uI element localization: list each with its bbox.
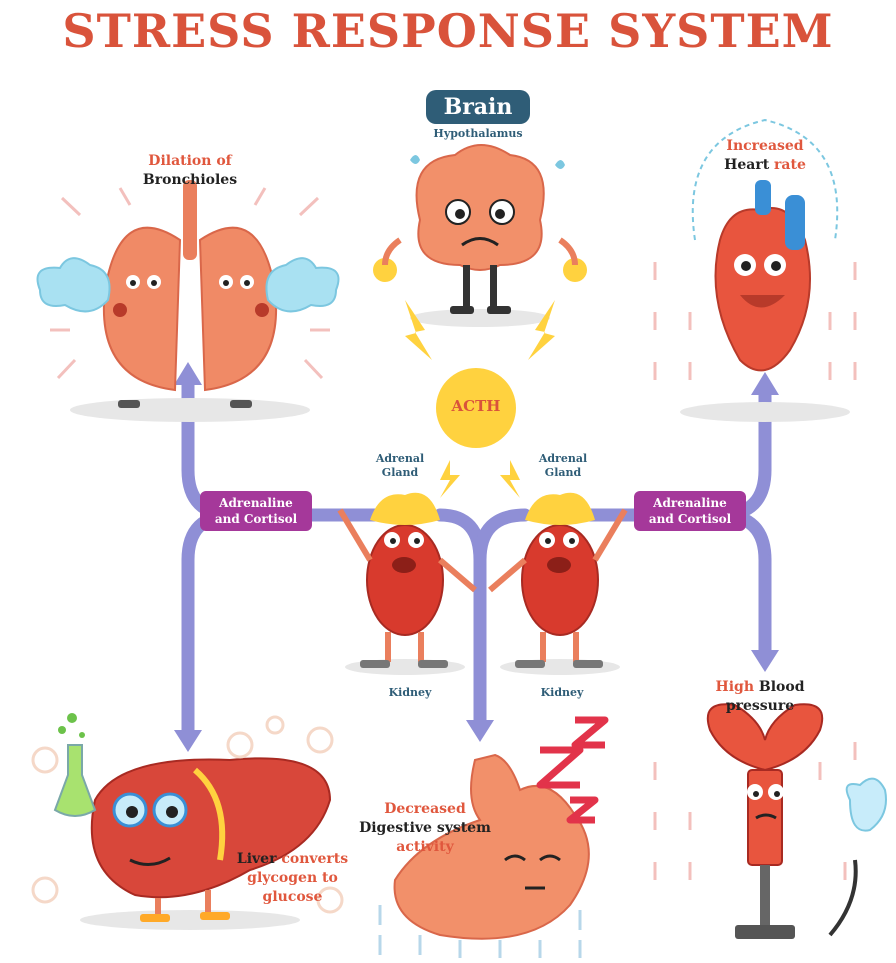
liver-caption-word-converts: converts xyxy=(281,851,348,867)
adrenal-label-left: Adrenal Gland xyxy=(360,452,440,480)
brain-illustration xyxy=(373,145,587,327)
adrenal-label-right: Adrenal Gland xyxy=(523,452,603,480)
liver-caption-line-2: glycogen to xyxy=(225,869,360,888)
liver-caption: Liver converts glycogen to glucose xyxy=(225,850,360,907)
digestive-caption-line-1: Decreased xyxy=(340,800,510,819)
kidney-label-left: Kidney xyxy=(370,686,450,699)
hypothalamus-label: Hypothalamus xyxy=(420,127,536,140)
blood-caption-word-blood: Blood xyxy=(759,679,805,695)
acth-label: ACTH xyxy=(446,397,506,415)
pathway-badge-right: Adrenaline and Cortisol xyxy=(634,491,746,531)
kidney-label-right: Kidney xyxy=(522,686,602,699)
digestive-caption-line-2: Digestive system xyxy=(340,819,510,838)
blood-pressure-caption: High Blood pressure xyxy=(690,678,830,716)
arrow-to-stomach-b xyxy=(480,515,525,560)
page-title: STRESS RESPONSE SYSTEM xyxy=(0,4,896,58)
digestive-caption-line-3: activity xyxy=(340,838,510,857)
heart-caption-word-heart: Heart xyxy=(724,157,769,173)
arrowhead-down-right xyxy=(751,650,779,672)
heart-caption-word-rate: rate xyxy=(774,157,806,173)
arrowhead-up-right xyxy=(751,372,779,395)
arrowhead-down-center xyxy=(466,720,494,742)
lungs-caption-line-2: Bronchioles xyxy=(100,171,280,190)
arrowhead-up-left xyxy=(174,362,202,385)
lungs-caption: Dilation of Bronchioles xyxy=(100,152,280,190)
brain-label-badge: Brain xyxy=(426,90,530,124)
arrowhead-down-left xyxy=(174,730,202,752)
blood-pressure-illustration xyxy=(655,704,886,939)
digestive-caption: Decreased Digestive system activity xyxy=(340,800,510,857)
lungs-caption-line-1: Dilation of xyxy=(100,152,280,171)
blood-caption-word-high: High xyxy=(715,679,754,695)
liver-caption-word-liver: Liver xyxy=(237,851,277,867)
heart-caption-line-1: Increased xyxy=(690,137,840,156)
heart-caption: Increased Heart rate xyxy=(690,137,840,175)
liver-caption-line-3: glucose xyxy=(225,888,360,907)
blood-caption-line-2: pressure xyxy=(690,697,830,716)
pathway-badge-left: Adrenaline and Cortisol xyxy=(200,491,312,531)
